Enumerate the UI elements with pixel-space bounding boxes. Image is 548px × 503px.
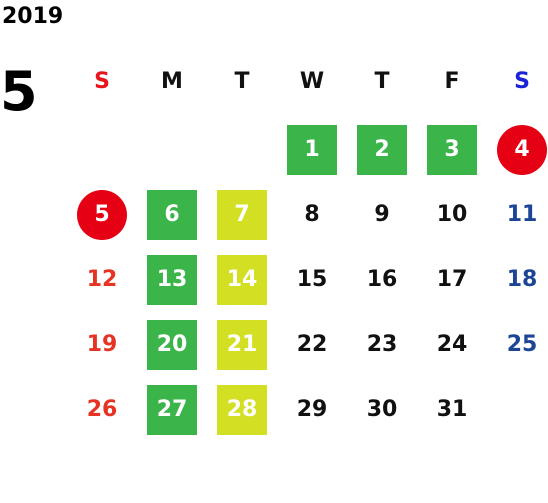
day-cell-19: 19 — [86, 332, 118, 357]
day-cell-21: 21 — [217, 320, 267, 370]
weekday-tuesday: T — [234, 69, 250, 94]
day-cell-8: 8 — [304, 202, 320, 227]
day-cell-24: 24 — [436, 332, 468, 357]
day-cell-5: 5 — [77, 190, 127, 240]
day-cell-17: 17 — [436, 267, 468, 292]
day-cell-16: 16 — [366, 267, 398, 292]
month-label: 5 — [0, 60, 38, 123]
day-cell-6: 6 — [147, 190, 197, 240]
day-cell-15: 15 — [296, 267, 328, 292]
day-cell-4: 4 — [497, 125, 547, 175]
day-cell-27: 27 — [147, 385, 197, 435]
day-cell-1: 1 — [287, 125, 337, 175]
day-cell-11: 11 — [506, 202, 538, 227]
day-cell-22: 22 — [296, 332, 328, 357]
day-cell-10: 10 — [436, 202, 468, 227]
day-cell-7: 7 — [217, 190, 267, 240]
weekday-sunday: S — [94, 69, 110, 94]
day-cell-3: 3 — [427, 125, 477, 175]
day-cell-18: 18 — [506, 267, 538, 292]
weekday-monday: M — [161, 69, 183, 94]
day-cell-12: 12 — [86, 267, 118, 292]
day-cell-31: 31 — [436, 397, 468, 422]
weekday-saturday: S — [514, 69, 530, 94]
day-cell-2: 2 — [357, 125, 407, 175]
day-cell-28: 28 — [217, 385, 267, 435]
year-label: 2019 — [2, 4, 64, 29]
weekday-friday: F — [444, 69, 460, 94]
day-cell-13: 13 — [147, 255, 197, 305]
day-cell-25: 25 — [506, 332, 538, 357]
weekday-wednesday: W — [299, 69, 325, 94]
day-cell-23: 23 — [366, 332, 398, 357]
weekday-thursday: T — [374, 69, 390, 94]
day-cell-9: 9 — [374, 202, 390, 227]
day-cell-14: 14 — [217, 255, 267, 305]
day-cell-20: 20 — [147, 320, 197, 370]
day-cell-29: 29 — [296, 397, 328, 422]
day-cell-26: 26 — [86, 397, 118, 422]
day-cell-30: 30 — [366, 397, 398, 422]
